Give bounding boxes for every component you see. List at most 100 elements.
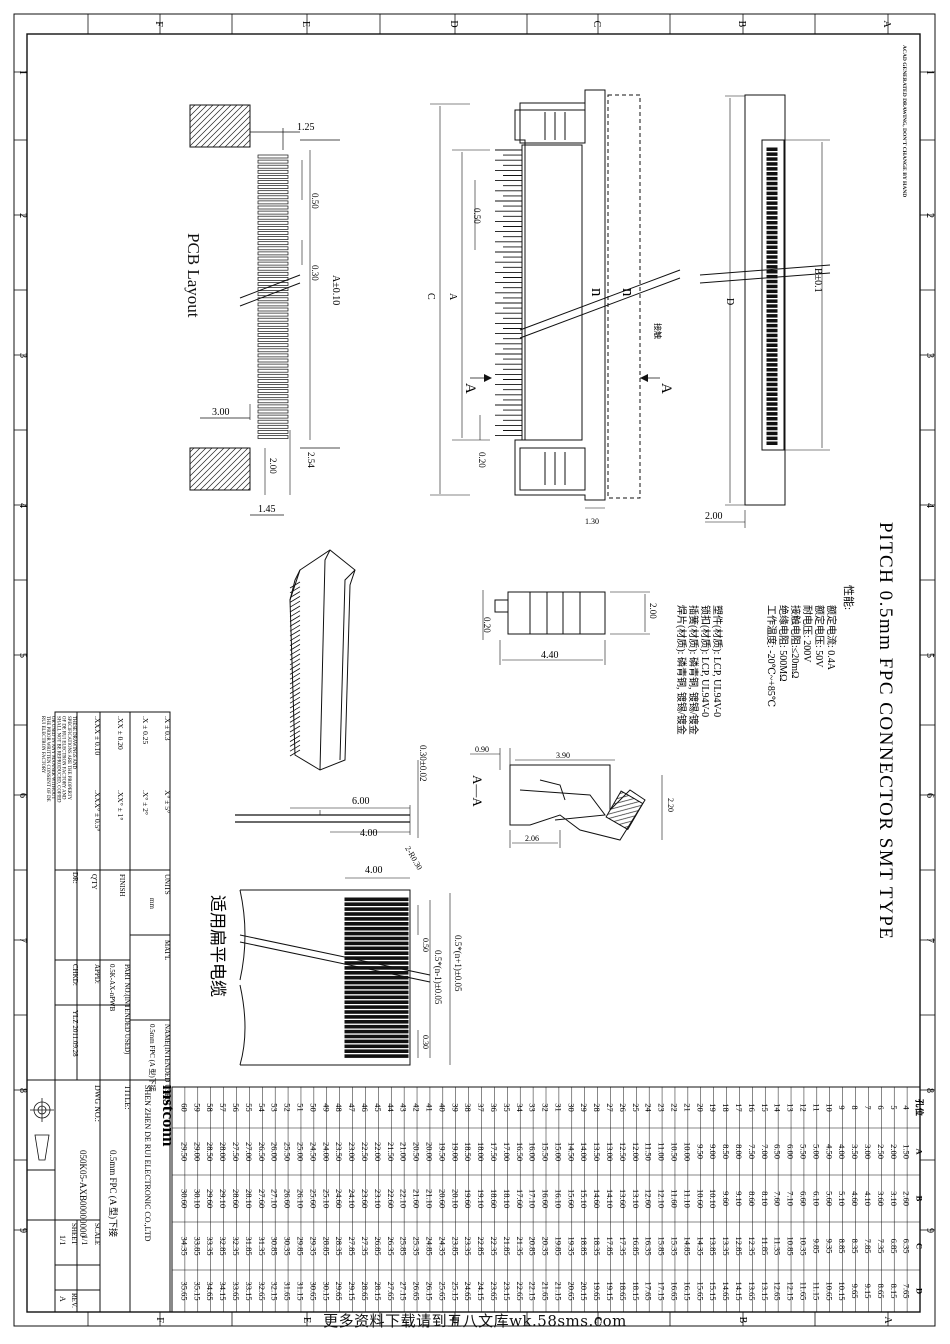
table-cell: 25.00 <box>296 1142 306 1161</box>
fpc-finger <box>344 907 409 911</box>
dim-sec-0-90: 0.90 <box>475 745 489 754</box>
pcb-pad <box>257 343 289 348</box>
table-cell: 28.35 <box>334 1236 344 1255</box>
side-pin <box>766 270 778 274</box>
table-cell: 15.50 <box>541 1142 551 1161</box>
table-cell: 34.15 <box>218 1281 228 1300</box>
dim-2-00: 2.00 <box>268 458 278 474</box>
table-cell: 22 <box>670 1103 680 1112</box>
table-cell: 32.35 <box>231 1236 241 1255</box>
pcb-pad <box>257 271 289 276</box>
table-cell: 8 <box>850 1105 860 1109</box>
pcb-pad <box>257 307 289 312</box>
table-cell: 1.50 <box>902 1144 912 1159</box>
table-cell: 31.65 <box>283 1281 293 1300</box>
fpc-finger <box>344 966 409 970</box>
table-cell: 46 <box>360 1103 370 1112</box>
side-pin <box>766 172 778 176</box>
table-cell: 22.85 <box>476 1236 486 1255</box>
dim-0-20-front: 0.20 <box>477 452 487 468</box>
table-cell: 7.35 <box>876 1239 886 1254</box>
table-cell: 5.60 <box>824 1191 834 1206</box>
table-cell: 27.10 <box>270 1189 280 1208</box>
table-cell: 20.00 <box>424 1142 434 1161</box>
table-cell: 33.15 <box>244 1281 254 1300</box>
property-note-line: THE PRIOR WRITTEN CONSENT OF DE <box>45 716 50 802</box>
table-cell: 20.50 <box>412 1142 422 1161</box>
table-cell: 26.50 <box>257 1142 267 1161</box>
iso-pin <box>289 711 301 718</box>
table-cell: 25.10 <box>321 1189 331 1208</box>
fpc-finger <box>344 902 409 907</box>
iso-pin <box>289 620 301 627</box>
front-view <box>430 89 681 509</box>
table-cell: 30.15 <box>321 1281 331 1300</box>
table-cell: 20.85 <box>528 1236 538 1255</box>
pcb-pad <box>257 205 289 210</box>
spec-line: 绝缘电阻: 500MΩ <box>777 605 790 682</box>
side-pin <box>766 201 778 205</box>
table-cell: 56 <box>231 1103 241 1112</box>
table-cell: 20.35 <box>541 1236 551 1255</box>
table-cell: 8.10 <box>760 1191 770 1206</box>
side-pin <box>766 265 778 269</box>
fpc-finger <box>344 1029 409 1034</box>
dim-1-30: 1.30 <box>585 517 599 526</box>
table-cell: 4.60 <box>850 1191 860 1206</box>
pcb-pad <box>257 175 289 179</box>
iso-pin <box>289 716 301 723</box>
table-cell: 28.85 <box>321 1236 331 1255</box>
fpc-finger <box>344 917 409 921</box>
side-pin <box>766 240 778 245</box>
table-cell: 10.60 <box>695 1189 705 1208</box>
fpc-0-30: 0.30 <box>421 1035 430 1049</box>
table-cell: 23.65 <box>489 1281 499 1300</box>
scale-value: 1/1 <box>80 1235 89 1245</box>
table-cell: 15.65 <box>695 1281 705 1300</box>
table-cell: 11.85 <box>760 1237 770 1256</box>
pcb-pad <box>257 368 289 373</box>
table-cell: 7.10 <box>786 1191 796 1206</box>
pcb-pad <box>257 292 289 297</box>
table-cell: 43 <box>399 1103 409 1112</box>
table-cell: 16.35 <box>644 1236 654 1255</box>
table-cell: 12.65 <box>773 1281 783 1300</box>
table-cell: 23.15 <box>502 1281 512 1300</box>
table-cell: 30.65 <box>308 1281 318 1300</box>
border-letter-bottom: B <box>737 1317 748 1324</box>
dim-sec-2-20: 2.20 <box>666 798 675 812</box>
side-pin <box>766 196 778 200</box>
table-header-cell: A <box>915 1148 925 1155</box>
border-letter-bottom: C <box>592 1317 603 1324</box>
table-cell: 19.10 <box>476 1189 486 1208</box>
spec-line: 接触电阻:≤20mΩ <box>789 605 802 678</box>
iso-pin <box>289 735 301 742</box>
fpc-finger <box>344 1024 409 1029</box>
side-pin <box>766 211 778 215</box>
table-cell: 15.35 <box>670 1236 680 1255</box>
property-note-line: RUI ELECTRON FACTORY <box>40 716 45 774</box>
table-cell: 32 <box>541 1103 551 1112</box>
side-pin <box>766 279 778 284</box>
fpc-finger <box>344 1039 409 1044</box>
table-cell: 35 <box>502 1103 512 1112</box>
table-cell: 27.85 <box>347 1236 357 1255</box>
table-cell: 25.35 <box>412 1236 422 1255</box>
iso-pin <box>289 692 301 699</box>
side-pin <box>766 162 778 166</box>
table-cell: 33.85 <box>192 1236 202 1255</box>
side-pin <box>766 397 778 401</box>
side-pins <box>766 147 778 445</box>
table-cell: 6.50 <box>773 1144 783 1159</box>
table-cell: 3.10 <box>889 1191 899 1206</box>
side-pin <box>766 348 778 352</box>
pcb-pad <box>257 261 289 266</box>
table-cell: 21.50 <box>386 1142 396 1161</box>
property-note-line: OF DE RUI ELECTRON FACTORY AND <box>61 716 66 800</box>
border-number-left: 4 <box>17 503 28 508</box>
side-pin <box>766 152 778 156</box>
pcb-pad <box>257 409 289 414</box>
table-cell: 26.85 <box>373 1236 383 1255</box>
